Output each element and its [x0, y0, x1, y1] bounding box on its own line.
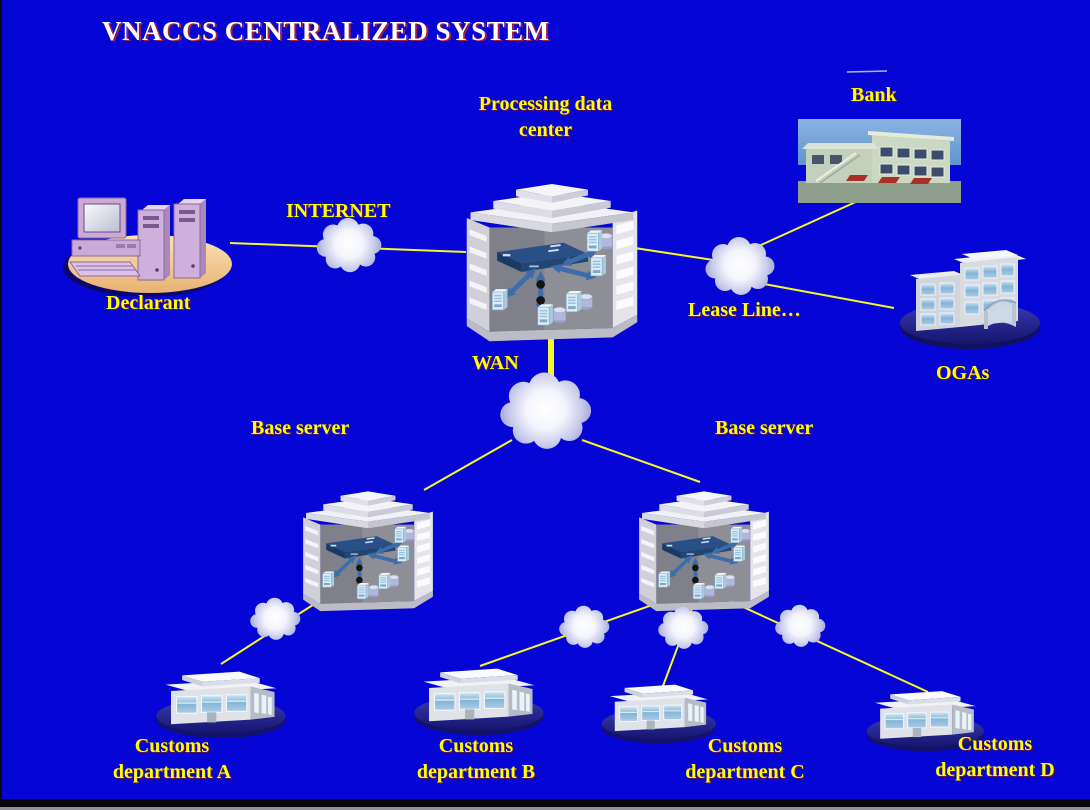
- declarant-workstations-icon: [60, 188, 240, 298]
- line-wan-baseserver-right: [581, 439, 701, 483]
- customs-b-cloud-icon: [557, 605, 613, 650]
- line-wan-baseserver-left: [423, 439, 513, 491]
- customs-d-label: Customs department D: [935, 733, 1055, 781]
- customs-a-cloud-icon: [248, 597, 304, 642]
- line-leaseline-ogas: [763, 283, 895, 309]
- wan-cloud-icon: [497, 370, 597, 454]
- base-server-left-icon: [292, 477, 444, 614]
- lease-line-cloud-icon: [702, 236, 780, 298]
- customs-building-a-icon: [145, 655, 295, 740]
- customs-c-cloud-icon: [656, 606, 712, 651]
- slide-bottom-edge-line: [0, 807, 1090, 810]
- base-server-right-icon: [628, 477, 780, 614]
- customs-d-cloud-icon: [773, 604, 829, 649]
- customs-b-label: Customs department B: [416, 735, 536, 783]
- wan-label: WAN: [472, 352, 519, 374]
- ogas-building-icon: [898, 235, 1048, 355]
- customs-building-b-icon: [403, 652, 553, 737]
- internet-label: INTERNET: [286, 200, 391, 222]
- slide-left-border: [0, 0, 2, 810]
- artifact-dash: [846, 70, 888, 73]
- bank-building-photo: [798, 119, 961, 203]
- declarant-label: Declarant: [106, 292, 191, 314]
- internet-cloud-icon: [314, 217, 386, 275]
- base-server-left-label: Base server: [251, 417, 350, 439]
- line-leaseline-bank: [749, 199, 861, 251]
- slide-bottom-bar: [0, 799, 1090, 807]
- bank-label: Bank: [851, 84, 897, 106]
- ogas-label: OGAs: [936, 362, 990, 384]
- processing-data-center-label: Processing data center: [478, 93, 613, 141]
- slide-title: VNACCS CENTRALIZED SYSTEM: [102, 16, 550, 46]
- customs-c-label: Customs department C: [685, 735, 805, 783]
- customs-a-label: Customs department A: [112, 735, 232, 783]
- base-server-right-label: Base server: [715, 417, 814, 439]
- lease-line-label: Lease Line…: [688, 299, 801, 321]
- processing-data-center-icon: [452, 165, 652, 345]
